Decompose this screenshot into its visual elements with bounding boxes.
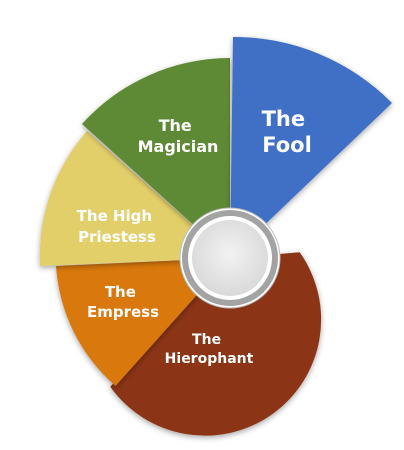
segment-priestess: [39, 131, 231, 266]
label-magician: The Magician: [138, 116, 219, 156]
hub-ring: [182, 210, 278, 306]
fool-wedge: [230, 36, 392, 258]
segment-fool: [230, 36, 392, 258]
label-hierophant: The Hierophant: [165, 332, 254, 367]
fool-line-2: Fool: [262, 133, 312, 157]
segment-empress: [56, 258, 230, 386]
magician-wedge: [82, 58, 230, 258]
label-empress: The Empress: [87, 283, 159, 321]
hierophant-line-1: The: [192, 332, 221, 348]
priestess-line-1: The High: [77, 207, 152, 225]
hierophant-line-2: Hierophant: [165, 351, 254, 367]
empress-line-2: Empress: [87, 303, 159, 321]
priestess-line-2: Priestess: [78, 228, 156, 246]
empress-line-1: The: [105, 283, 136, 301]
segment-hierophant: [110, 252, 322, 436]
magician-line-1: The: [159, 116, 192, 135]
hub-fill: [192, 220, 268, 296]
priestess-wedge: [39, 131, 231, 266]
fool-line-1: The: [262, 107, 306, 131]
segment-magician: [82, 58, 230, 258]
label-fool: The Fool: [262, 107, 313, 157]
magician-line-2: Magician: [138, 137, 219, 156]
center-hub: [179, 207, 281, 309]
hierophant-wedge: [110, 252, 322, 436]
empress-wedge: [56, 258, 230, 386]
label-priestess: The High Priestess: [77, 207, 158, 246]
